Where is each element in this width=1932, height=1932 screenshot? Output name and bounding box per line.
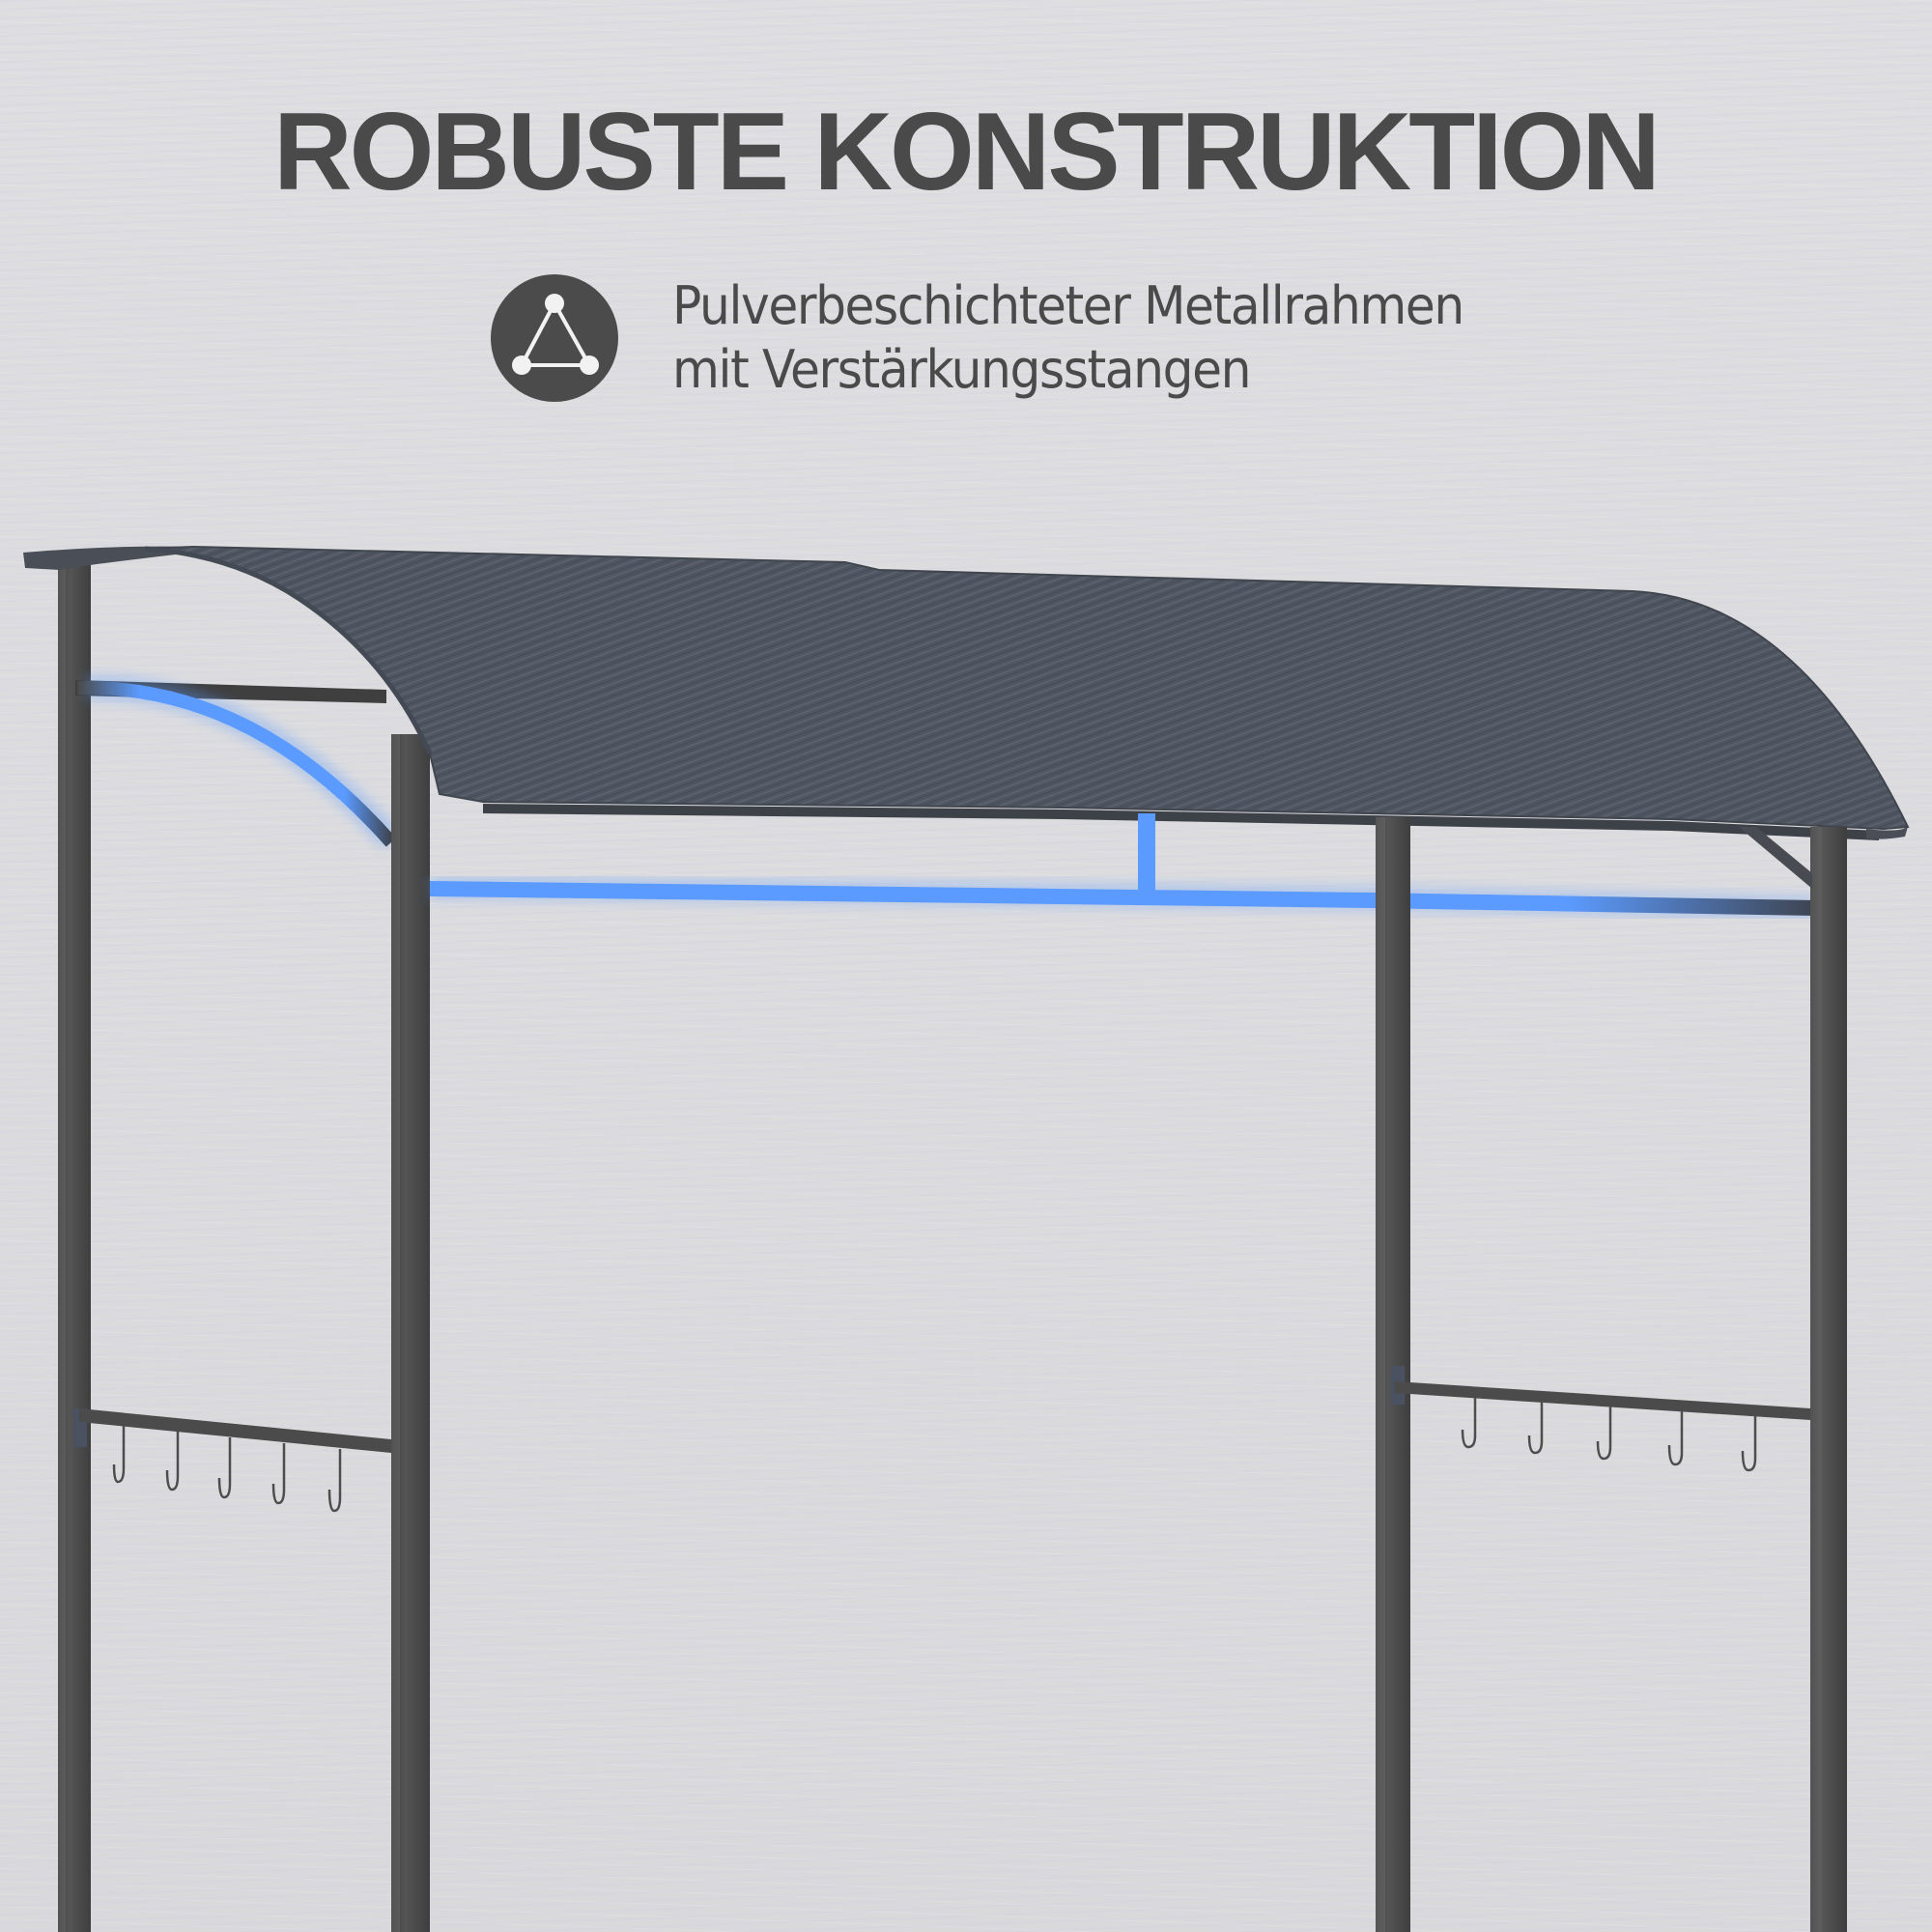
triangle-frame-icon bbox=[491, 274, 618, 402]
right-back-post bbox=[1810, 827, 1847, 1932]
canopy-edge-rail bbox=[483, 804, 1879, 840]
left-front-post bbox=[391, 734, 430, 1932]
left-back-post bbox=[58, 558, 91, 1932]
left-roof-edge bbox=[23, 546, 193, 570]
front-crossbar-highlight bbox=[430, 881, 1816, 916]
left-hook-rack bbox=[73, 1408, 391, 1513]
right-diagonal-brace bbox=[1739, 827, 1812, 889]
feature-line-2: mit Verstärkungsstangen bbox=[672, 339, 1251, 400]
right-hook-rack bbox=[1391, 1366, 1810, 1472]
left-curved-reinforcement-bar-highlight bbox=[76, 680, 397, 847]
feature-item: Pulverbeschichteter Metallrahmen mit Ver… bbox=[491, 274, 1523, 402]
feature-description: Pulverbeschichteter Metallrahmen mit Ver… bbox=[672, 274, 1464, 402]
feature-line-1: Pulverbeschichteter Metallrahmen bbox=[672, 275, 1464, 336]
page-title: ROBUSTE KONSTRUKTION bbox=[273, 91, 1661, 213]
